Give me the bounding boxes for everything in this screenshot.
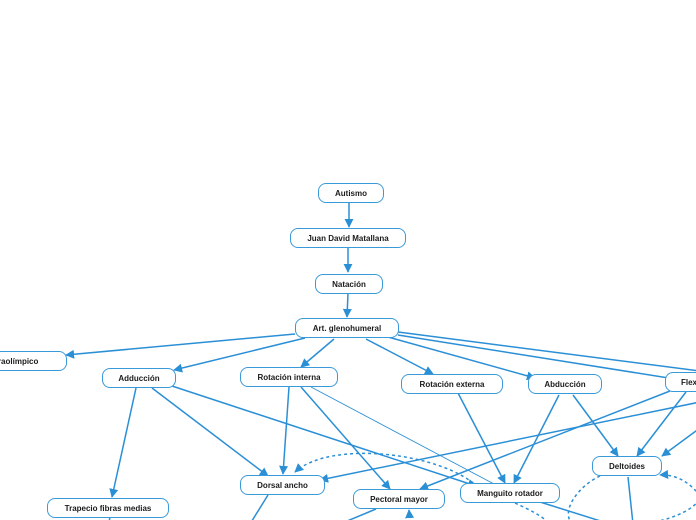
edge-gleno-rotinterna (300, 338, 335, 368)
edge-rotexterna-manguito (457, 392, 506, 484)
edge-flexion-deltoides (636, 391, 687, 457)
edge-aduccion-trapecio (109, 387, 137, 498)
edge-natacion-glenohumeral (342, 292, 352, 318)
node-rotacion-externa[interactable]: Rotación externa (401, 374, 503, 394)
edge-trapecio-down (108, 517, 111, 520)
dashed-manguito-dorsal (294, 452, 479, 488)
node-abduccion[interactable]: Abducción (528, 374, 602, 394)
dashed-deltoides-down (567, 475, 601, 520)
edge-rotinterna-dorsal (279, 386, 290, 475)
node-natacion[interactable]: Natación (315, 274, 383, 294)
edge-gleno-rotexterna (365, 338, 434, 375)
edge-offscreen-dorsal (319, 402, 696, 483)
node-juan-david-matallana[interactable]: Juan David Matallana (290, 228, 406, 248)
edge-deltoides-down (627, 476, 634, 520)
dashed-right-deltoides (659, 469, 696, 493)
node-manguito-rotador[interactable]: Manguito rotador (460, 483, 560, 503)
edge-aduccion-dorsal (151, 387, 269, 477)
dashed-up-pectoral (405, 509, 415, 520)
edge-rotinterna-pectoral (300, 386, 391, 490)
edge-gleno-paraolimpico (65, 333, 296, 359)
node-pectoral-mayor[interactable]: Pectoral mayor (353, 489, 445, 509)
edge-abduccion-manguito (513, 394, 560, 484)
node-aduccion[interactable]: Adducción (102, 368, 176, 388)
edge-gleno-aduccion (173, 337, 306, 373)
node-trapecio-fibras-medias[interactable]: Trapecio fibras medias (47, 498, 169, 518)
edge-manguito-down (539, 501, 600, 520)
edge-rotinterna-manguito (310, 386, 495, 485)
edge-gleno-offscreen (397, 331, 696, 372)
node-art-glenohumeral[interactable]: Art. glenohumeral (295, 318, 399, 338)
node-dorsal-ancho[interactable]: Dorsal ancho (240, 475, 325, 495)
edge-aduccion-manguito (171, 385, 477, 488)
edge-dorsal-down (251, 494, 269, 520)
edge-pectoral-down (347, 508, 377, 520)
edge-gleno-flexion (397, 334, 676, 383)
edge-gleno-abduccion (387, 336, 536, 381)
edge-flexion-pectoral (419, 390, 671, 491)
node-flexion[interactable]: Flex (665, 372, 696, 392)
node-paraolimpico[interactable]: paraolímpico (0, 351, 67, 371)
dashed-manguito-right (514, 502, 547, 520)
node-rotacion-interna[interactable]: Rotación interna (240, 367, 338, 387)
dashed-right-down (659, 502, 696, 520)
edge-abduccion-deltoides (572, 394, 619, 457)
node-deltoides[interactable]: Deltoides (592, 456, 662, 476)
node-autismo[interactable]: Autismo (318, 183, 384, 203)
edge-offscreen-deltoides (661, 430, 696, 457)
